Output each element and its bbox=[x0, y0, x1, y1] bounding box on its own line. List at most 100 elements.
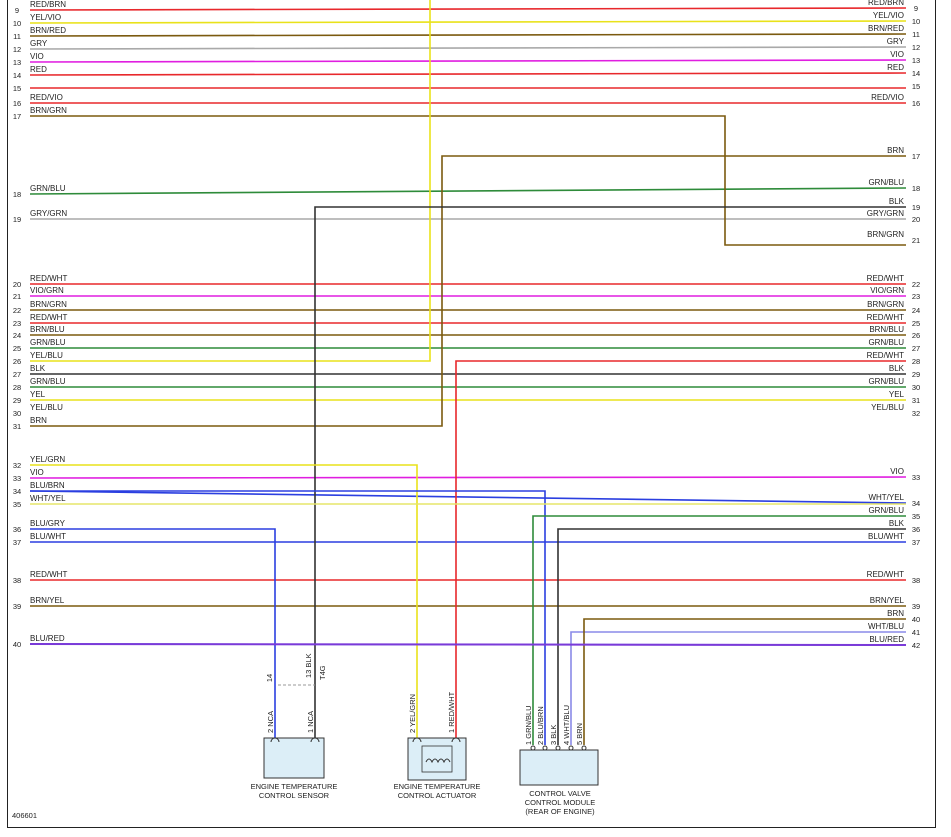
wire-grn-blu bbox=[532, 515, 906, 745]
sensor-pin-socket bbox=[310, 737, 320, 743]
wire-label-left: BRN/YEL bbox=[30, 596, 65, 605]
left-pin-number: 28 bbox=[13, 383, 21, 392]
right-pin-number: 22 bbox=[912, 280, 920, 289]
left-pin-number: 36 bbox=[13, 525, 21, 534]
wire-label-right: BLU/WHT bbox=[868, 532, 904, 541]
actuator-title: CONTROL ACTUATOR bbox=[398, 791, 477, 800]
right-pin-number: 33 bbox=[912, 473, 920, 482]
wire-label-right: GRY bbox=[887, 37, 905, 46]
wire-label-right: GRN/BLU bbox=[868, 506, 904, 515]
left-pin-number: 14 bbox=[13, 71, 21, 80]
left-pin-number: 17 bbox=[13, 112, 21, 121]
wire-label-right: RED bbox=[887, 63, 904, 72]
wire-label-right: WHT/BLU bbox=[868, 622, 904, 631]
wire-label-left: RED/WHT bbox=[30, 313, 67, 322]
wire-label-right: BRN bbox=[887, 609, 904, 618]
wire-label-left: GRN/BLU bbox=[30, 377, 66, 386]
right-pin-number: 29 bbox=[912, 370, 920, 379]
right-pin-number: 9 bbox=[914, 4, 918, 13]
left-pin-number: 18 bbox=[13, 190, 21, 199]
module-pin: 4 WHT/BLU bbox=[562, 705, 571, 745]
wire-label-right: RED/WHT bbox=[867, 570, 904, 579]
wire-blu-red bbox=[29, 643, 907, 646]
wire-label-left: YEL/BLU bbox=[30, 403, 63, 412]
wire-label-left: GRY bbox=[30, 39, 48, 48]
right-pin-number: 11 bbox=[912, 30, 920, 39]
module-pin: 5 BRN bbox=[575, 723, 584, 745]
right-pin-number: 28 bbox=[912, 357, 920, 366]
right-pin-number: 38 bbox=[912, 576, 920, 585]
left-pin-number: 33 bbox=[13, 474, 21, 483]
wire-label-right: BLK bbox=[889, 519, 905, 528]
module-pin: 2 BLU/BRN bbox=[536, 706, 545, 745]
left-pin-number: 31 bbox=[13, 422, 21, 431]
actuator-pin: 1 RED/WHT bbox=[447, 691, 456, 733]
wire-blu-brn bbox=[30, 490, 546, 745]
wire-label-left: RED/WHT bbox=[30, 274, 67, 283]
actuator-coil-icon bbox=[425, 758, 451, 764]
wire-label-right: BLU/RED bbox=[869, 635, 904, 644]
wire-label-left: BLU/BRN bbox=[30, 481, 65, 490]
engine-temperature-control-actuator bbox=[407, 737, 467, 781]
wire-label-left: YEL/BLU bbox=[30, 351, 63, 360]
module-title: CONTROL VALVE bbox=[529, 789, 591, 798]
left-pin-number: 35 bbox=[13, 500, 21, 509]
left-pin-number: 10 bbox=[13, 19, 21, 28]
right-pin-number: 27 bbox=[912, 344, 920, 353]
right-pin-number: 32 bbox=[912, 409, 920, 418]
left-pin-number: 37 bbox=[13, 538, 21, 547]
wire bbox=[29, 187, 907, 195]
actuator-title: ENGINE TEMPERATURE bbox=[394, 782, 481, 791]
wire-yel-blu bbox=[30, 0, 431, 362]
wire-blu-gry bbox=[30, 528, 276, 740]
wire bbox=[29, 72, 907, 76]
wire-label-left: BRN/RED bbox=[30, 26, 66, 35]
wire-label-right: BRN/YEL bbox=[870, 596, 905, 605]
right-pin-number: 39 bbox=[912, 602, 920, 611]
wire-label-right: YEL/VIO bbox=[873, 11, 904, 20]
left-pin-number: 24 bbox=[13, 331, 21, 340]
wire-label-left: WHT/YEL bbox=[30, 494, 66, 503]
sensor-pin: 1 NCA bbox=[306, 711, 315, 733]
left-pin-number: 12 bbox=[13, 45, 21, 54]
wire-label-left: BLK bbox=[30, 364, 46, 373]
sensor-wire-14: 14 bbox=[265, 674, 274, 682]
right-pin-number: 40 bbox=[912, 615, 920, 624]
wire-brn bbox=[30, 155, 906, 427]
wire-label-right: BRN/BLU bbox=[869, 325, 904, 334]
wire bbox=[29, 59, 907, 63]
module-pin-socket bbox=[568, 745, 574, 751]
right-pin-number: 23 bbox=[912, 292, 920, 301]
module-title: (REAR OF ENGINE) bbox=[525, 807, 595, 816]
sensor-pin: 2 NCA bbox=[266, 711, 275, 733]
wire-label-left: VIO bbox=[30, 52, 44, 61]
wire-label-left: GRY/GRN bbox=[30, 209, 67, 218]
wire-label-right: VIO bbox=[890, 50, 904, 59]
wire-brn-grn bbox=[30, 115, 906, 246]
wire-label-right: VIO/GRN bbox=[870, 286, 904, 295]
left-pin-number: 26 bbox=[13, 357, 21, 366]
wire-label-right: GRN/BLU bbox=[868, 338, 904, 347]
wire-label-left: GRN/BLU bbox=[30, 184, 66, 193]
wire-label-right: BLK bbox=[889, 364, 905, 373]
right-pin-number: 35 bbox=[912, 512, 920, 521]
wire-label-right: GRN/BLU bbox=[868, 178, 904, 187]
wire-label-left: BLU/RED bbox=[30, 634, 65, 643]
wire-label-right: RED/WHT bbox=[867, 313, 904, 322]
wire-label-right: RED/VIO bbox=[871, 93, 904, 102]
module-pin-socket bbox=[530, 745, 536, 751]
wire-label-right: RED/WHT bbox=[867, 274, 904, 283]
diagram-frame bbox=[7, 0, 936, 828]
wire-label-left: VIO/GRN bbox=[30, 286, 64, 295]
wire-label-left: YEL/GRN bbox=[30, 455, 65, 464]
right-pin-number: 19 bbox=[912, 203, 920, 212]
sensor-title: ENGINE TEMPERATURE bbox=[251, 782, 338, 791]
wire bbox=[29, 476, 907, 479]
wire-label-left: BRN/GRN bbox=[30, 106, 67, 115]
wire-label-right: GRN/BLU bbox=[868, 377, 904, 386]
splice-t4g-label: T4G bbox=[318, 665, 327, 680]
wire-label-left: VIO bbox=[30, 468, 44, 477]
right-pin-number: 16 bbox=[912, 99, 920, 108]
left-pin-number: 29 bbox=[13, 396, 21, 405]
